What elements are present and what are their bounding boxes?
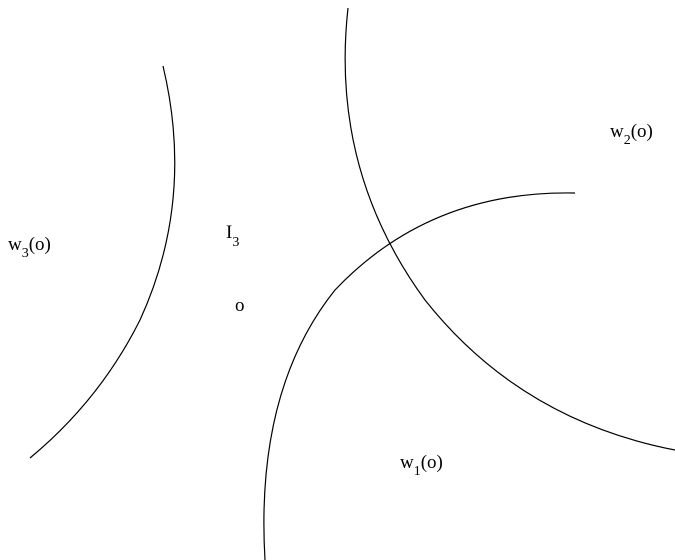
label-i3: I3 [226, 222, 239, 250]
label-w1: w1(o) [400, 452, 443, 479]
label-w3-base: w [8, 234, 22, 255]
label-w2-arg: (o) [631, 121, 653, 142]
arc-w2 [344, 7, 675, 451]
label-w3-arg: (o) [29, 234, 51, 255]
label-w1-base: w [400, 452, 414, 473]
label-w2-sub: 2 [624, 133, 631, 148]
label-i3-sub: 3 [232, 235, 239, 250]
label-w3: w3(o) [8, 234, 51, 261]
label-w1-arg: (o) [421, 452, 443, 473]
label-i3-base: I [226, 222, 232, 243]
label-w1-sub: 1 [414, 464, 421, 479]
arc-w1 [263, 192, 576, 560]
label-origin: o [235, 295, 245, 316]
label-w2-base: w [610, 121, 624, 142]
label-w2: w2(o) [610, 121, 653, 148]
arc-w3 [29, 65, 176, 459]
label-w3-sub: 3 [22, 246, 29, 261]
